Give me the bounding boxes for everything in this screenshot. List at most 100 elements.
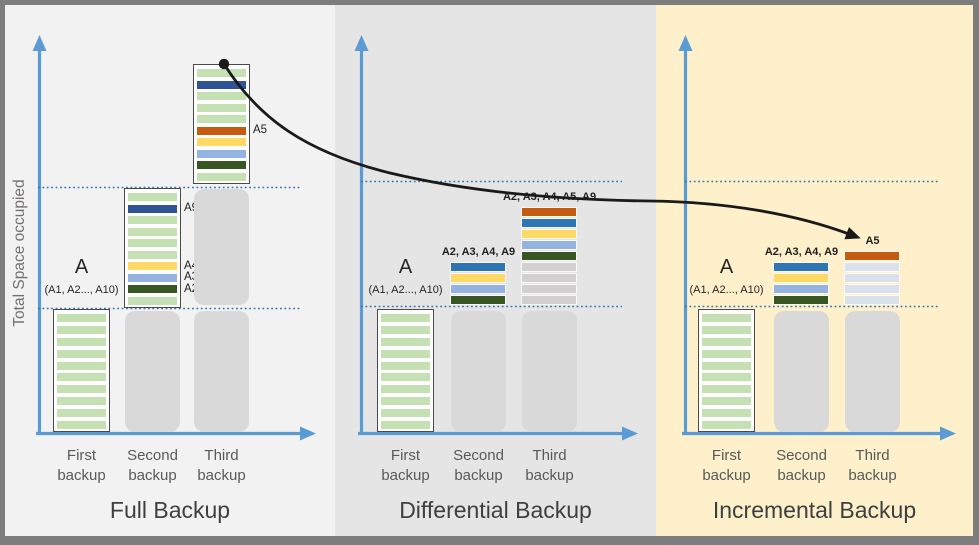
stripe-green (702, 314, 751, 322)
stripe-blue (522, 219, 576, 227)
stripe-green (702, 409, 751, 418)
stripe-green (57, 361, 106, 370)
stripe-green (57, 385, 106, 394)
changed-blocks-label: A2, A3, A4, A9 (764, 246, 839, 258)
stripe-green (57, 421, 106, 429)
backup-data-bar (53, 309, 110, 432)
stripe-orange (197, 126, 246, 135)
full-dataset-label: A (398, 256, 413, 278)
backup-data-bar (377, 309, 434, 432)
stripe-green (128, 193, 177, 201)
stripe-green (197, 103, 246, 112)
stripe-blue (451, 263, 505, 271)
stripe-green (702, 373, 751, 382)
stripe-darkgreen (522, 252, 576, 260)
gray-capacity-block (774, 311, 829, 432)
stripe-green (128, 250, 177, 259)
x-tick-label: Third backup (197, 447, 246, 485)
stripe-yellow (197, 138, 246, 147)
gray-capacity-block (194, 311, 249, 432)
stripe-green (702, 397, 751, 406)
stripe-green (381, 409, 430, 418)
stripe-blue (774, 263, 828, 271)
stripe-bluegray (845, 285, 899, 293)
panel-title-differential-backup: Differential Backup (399, 497, 592, 523)
x-tick-label: First backup (381, 447, 430, 485)
stripe-green (197, 115, 246, 124)
stripe-darkgreen (197, 161, 246, 170)
stripe-gray_stripe (522, 296, 576, 304)
stripe-lightblue (451, 285, 505, 293)
x-tick-label: Second backup (127, 447, 178, 485)
stripe-gray_stripe (522, 274, 576, 282)
stripe-lightblue (774, 285, 828, 293)
gray-capacity-block (522, 311, 577, 432)
changed-blocks-label: A5 (865, 235, 880, 247)
backup-data-bar (124, 188, 181, 308)
stripe-darkgreen (774, 296, 828, 304)
gray-capacity-block (194, 189, 249, 305)
stripe-green (702, 361, 751, 370)
stripe-green (57, 349, 106, 358)
gray-capacity-block (845, 311, 900, 432)
full-dataset-sublabel: (A1, A2..., A10) (368, 284, 443, 296)
backup-data-bar (193, 64, 250, 184)
stripe-bluegray (845, 296, 899, 304)
y-axis-label: Total Space occupied (11, 179, 28, 327)
x-tick-label: Third backup (525, 447, 574, 485)
full-dataset-sublabel: (A1, A2..., A10) (689, 284, 764, 296)
stripe-green (702, 325, 751, 334)
full-dataset-label: A (719, 256, 734, 278)
stripe-yellow (451, 274, 505, 282)
stripe-green (381, 325, 430, 334)
stripe-yellow (522, 230, 576, 238)
stripe-lightblue (197, 149, 246, 158)
stripe-green (128, 216, 177, 225)
stripe-green (702, 421, 751, 429)
x-tick-label: Third backup (848, 447, 897, 485)
gray-capacity-block (451, 311, 506, 432)
gray-capacity-block (125, 311, 180, 432)
panel-title-incremental-backup: Incremental Backup (712, 497, 917, 523)
stripe-gray_stripe (522, 285, 576, 293)
stripe-darkgreen (451, 296, 505, 304)
changed-blocks-label: A2, A3, A4, A9 (441, 246, 516, 258)
stripe-green (57, 325, 106, 334)
full-dataset-label: A (74, 256, 89, 278)
stripe-green (128, 297, 177, 305)
stripe-green (381, 349, 430, 358)
stripe-navy (197, 80, 246, 89)
stripe-green (197, 173, 246, 181)
stripe-yellow (774, 274, 828, 282)
stripe-green (128, 239, 177, 248)
stripe-bluegray (845, 263, 899, 271)
stripe-green (57, 397, 106, 406)
stripe-bluegray (845, 274, 899, 282)
stripe-green (57, 373, 106, 382)
stripe-green (381, 314, 430, 322)
stripe-gray_stripe (522, 263, 576, 271)
block-change-label: A5 (253, 124, 268, 137)
stripe-green (197, 92, 246, 101)
x-tick-label: Second backup (453, 447, 504, 485)
backup-data-bar (698, 309, 755, 432)
stripe-lightblue (522, 241, 576, 249)
stripe-green (381, 361, 430, 370)
stripe-green (57, 337, 106, 346)
stripe-green (381, 385, 430, 394)
stripe-darkgreen (128, 285, 177, 294)
stripe-yellow (128, 262, 177, 271)
stripe-green (381, 421, 430, 429)
stripe-green (381, 337, 430, 346)
stripe-green (128, 227, 177, 236)
changed-blocks-label: A2, A3, A4, A5, A9 (502, 191, 597, 203)
stripe-green (197, 69, 246, 77)
x-tick-label: First backup (702, 447, 751, 485)
stripe-navy (128, 204, 177, 213)
panel-title-full-backup: Full Backup (109, 497, 231, 523)
stripe-orange (845, 252, 899, 260)
full-dataset-sublabel: (A1, A2..., A10) (44, 284, 119, 296)
stripe-green (702, 385, 751, 394)
